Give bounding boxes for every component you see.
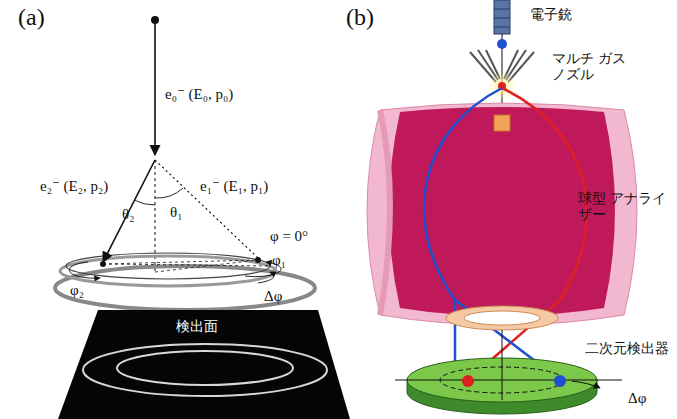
plane-label: 検出面 [176,318,218,334]
part-label: 二次元検出器 [585,340,669,356]
angle-label: Δφ [628,390,646,407]
angle-label: θ₁ [170,204,182,221]
electron-label: e₂⁻ (E₂, p₂) [40,178,108,195]
angle-label: θ₂ [122,206,134,223]
electron-label: e₁⁻ (E₁, p₁) [200,178,268,195]
panel-letter: (a) [18,4,45,32]
electron-label: e₀⁻ (E₀, p₀) [165,86,233,103]
angle-label: φ₁ [272,252,286,269]
panel-letter: (b) [346,4,374,32]
angle-label: Δφ [264,288,282,305]
angle-label: φ = 0° [270,228,308,245]
part-label: マルチ ガスノズル [552,50,632,82]
angle-label: φ₂ [70,282,84,299]
scattering-geometry [55,16,350,419]
part-label: 電子銃 [530,6,572,22]
part-label: 球型 アナライザー [578,190,670,222]
